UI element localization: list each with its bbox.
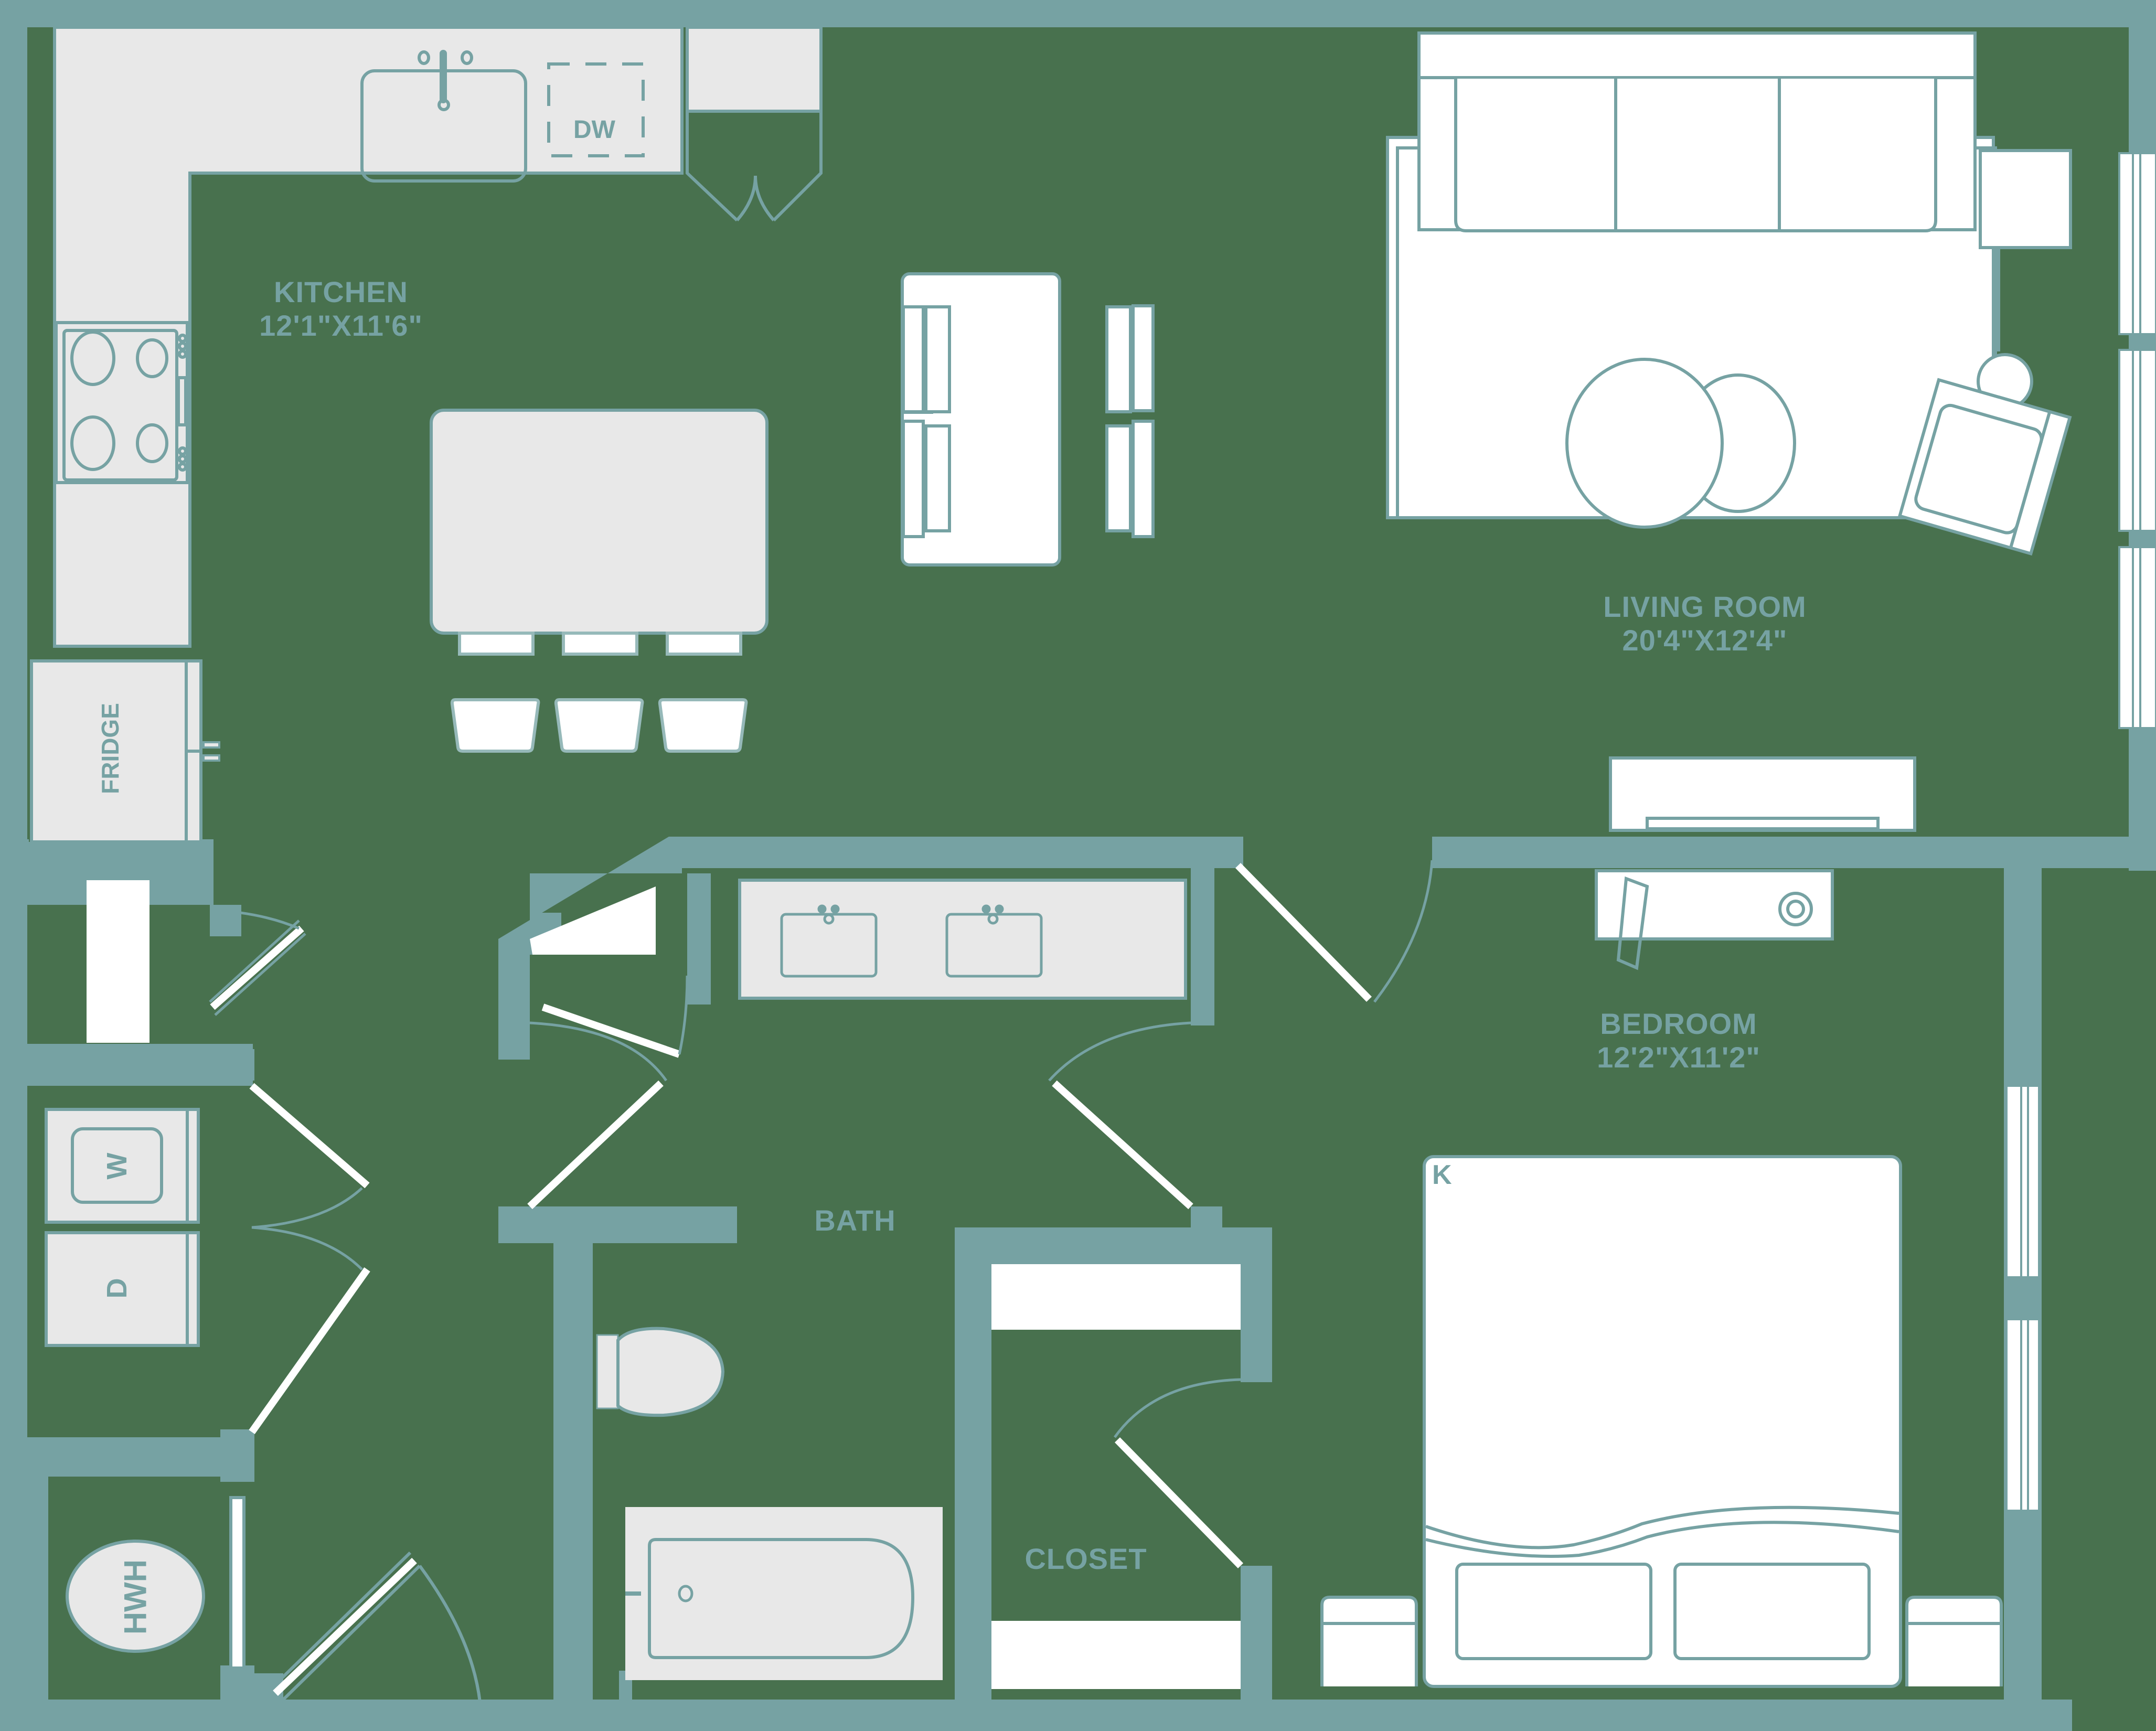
washer-icon [45,1108,200,1224]
coat-closet-door-icon [209,909,306,1016]
kitchen-island [430,409,769,635]
room-name: CLOSET [1024,1542,1147,1575]
dishwasher-icon [547,62,645,157]
fridge-icon [29,658,220,843]
tv-console [1609,756,1916,832]
dryer-icon [45,1231,200,1347]
room-name: BATH [814,1204,896,1237]
room-name: LIVING ROOM [1603,590,1807,623]
bed-size-label: K [1432,1160,1452,1190]
coat-closet-shelf [87,880,150,1043]
linen-shelf [530,886,656,955]
desk [1595,869,1834,970]
washer-label: W [101,1152,133,1180]
room-dimensions: 12'2"X11'2" [1597,1041,1760,1074]
water-heater-icon [66,1540,205,1653]
room-name: BEDROOM [1600,1007,1757,1040]
bed [1423,1155,1902,1688]
nightstands [1320,1596,2003,1686]
room-dimensions: 20'4"X12'4" [1622,624,1788,657]
vanity [738,879,1187,1000]
room-name: KITCHEN [274,275,408,308]
water-heater-label: HWH [118,1559,153,1635]
vanity-sinks-icon [780,904,1043,978]
room-label-living: LIVING ROOM 20'4"X12'4" [1547,590,1862,657]
bar-stools [450,632,748,753]
dishwasher-label: DW [573,116,615,144]
closet-door-icon [1113,1378,1244,1568]
room-label-bedroom: BEDROOM 12'2"X11'2" [1547,1007,1810,1074]
armchair [1897,378,2072,556]
hwh-door-icon [229,1496,246,1670]
entry-door-icon [270,1551,482,1704]
bath-doors-icon [527,860,1434,1210]
room-label-closet: CLOSET [1007,1542,1165,1576]
bathtub-icon [625,1507,943,1680]
room-label-kitchen: KITCHEN 12'1"X11'6" [236,275,446,343]
ottomans [1565,358,1796,529]
toilet-icon [596,1327,725,1417]
stove-icon [55,321,189,484]
room-dimensions: 12'1"X11'6" [259,309,423,342]
dining-table [901,272,1155,567]
laundry-door-icon [249,1083,370,1435]
bedroom-windows [2005,1085,2040,1512]
room-label-bath: BATH [776,1204,934,1237]
pantry-door-icon [686,111,823,222]
sink-icon [360,50,527,183]
living-windows [2118,152,2156,729]
fridge-label: FRIDGE [97,703,124,794]
sofa [1417,31,1977,232]
closet-shelves [991,1264,1241,1689]
dryer-label: D [101,1278,133,1299]
